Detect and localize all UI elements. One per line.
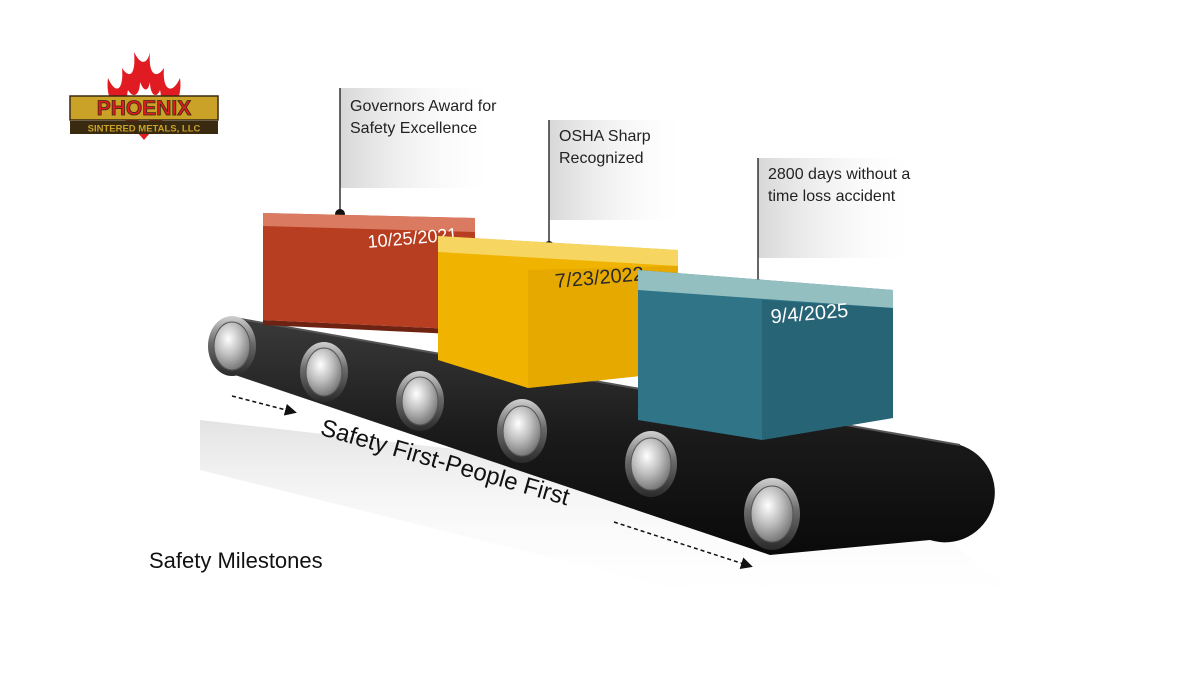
- roller: [497, 399, 547, 463]
- belt-shadow: [200, 420, 1010, 610]
- roller: [208, 316, 256, 376]
- caption-line: OSHA Sharp: [559, 128, 651, 145]
- caption-line: Governors Award for: [350, 98, 497, 115]
- callout-1: [335, 88, 500, 219]
- logo-wordmark-band: [69, 95, 219, 121]
- caption-line: Recognized: [559, 150, 644, 167]
- milestone-caption-1: Governors Award for Safety Excellence: [350, 96, 496, 140]
- milestone-caption-3: 2800 days without a time loss accident: [768, 164, 910, 208]
- milestone-caption-2: OSHA Sharp Recognized: [559, 126, 651, 170]
- rollers: [208, 316, 800, 550]
- direction-arrow-right: [613, 521, 753, 569]
- caption-line: Safety Excellence: [350, 120, 478, 137]
- page-title: Safety Milestones: [149, 548, 323, 573]
- logo-wordmark: PHOENIX: [97, 97, 192, 120]
- roller: [744, 478, 800, 550]
- caption-line: time loss accident: [768, 188, 896, 205]
- phoenix-logo: PHOENIX SINTERED METALS, LLC: [69, 52, 219, 140]
- roller: [396, 371, 444, 431]
- logo-subtitle: SINTERED METALS, LLC: [88, 124, 201, 135]
- logo-subtitle-band: [70, 121, 218, 134]
- caption-line: 2800 days without a: [768, 166, 911, 183]
- roller: [625, 431, 677, 497]
- callout-2: [544, 120, 689, 251]
- direction-arrow-left: [231, 395, 297, 416]
- roller: [300, 342, 348, 402]
- milestone-box-3: 9/4/2025: [638, 270, 893, 440]
- milestone-box-1: 10/25/2021: [263, 213, 475, 335]
